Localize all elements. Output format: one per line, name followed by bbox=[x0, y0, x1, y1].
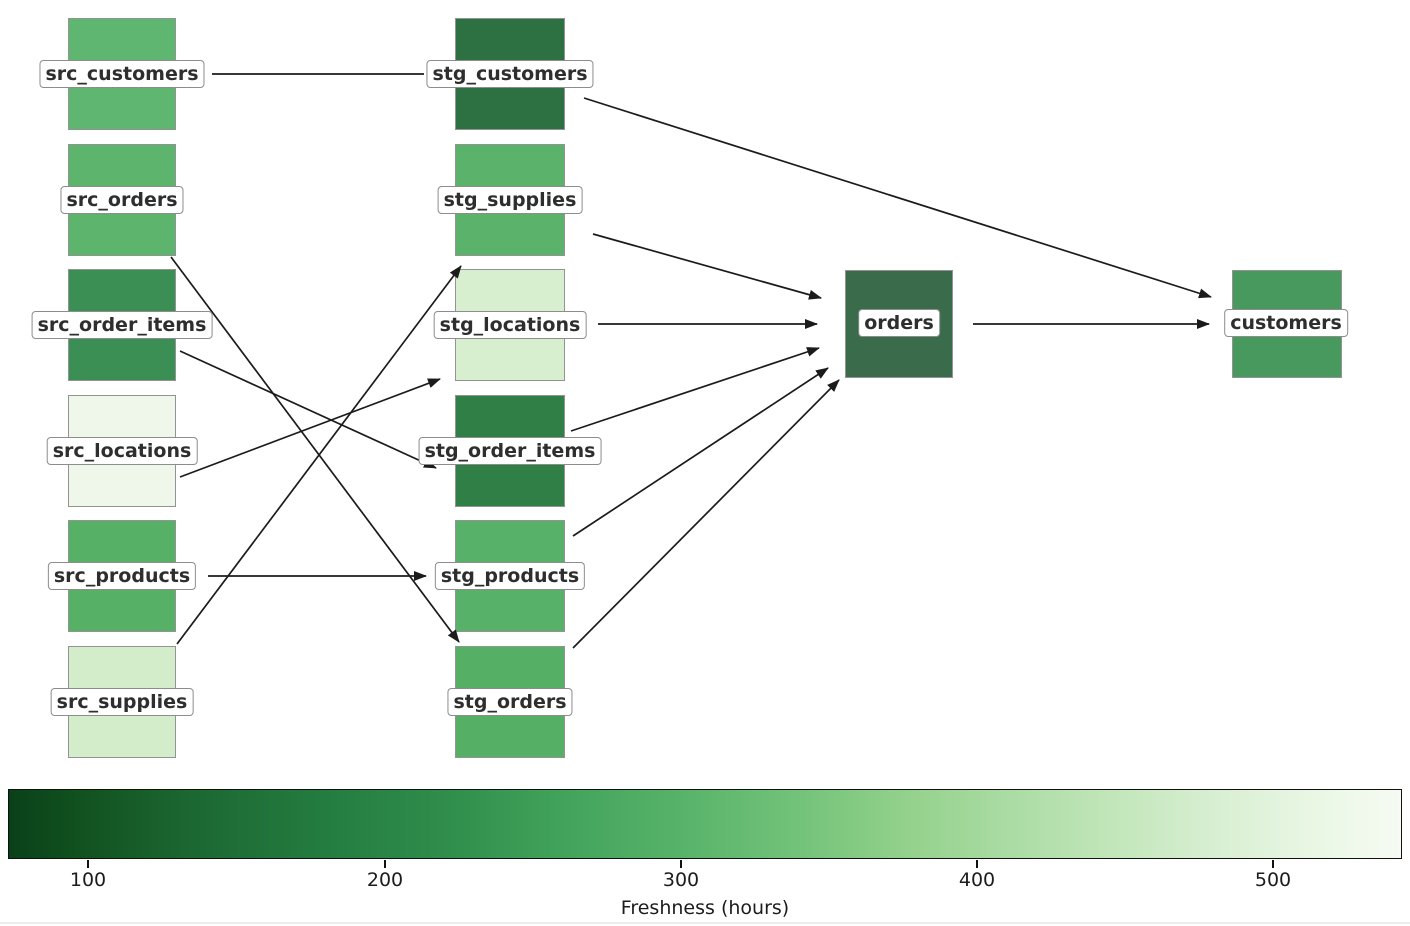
colorbar-ticklabel-100: 100 bbox=[69, 869, 107, 891]
node-label-stg_supplies: stg_supplies bbox=[437, 186, 583, 214]
edge-src_locations-to-stg_locations bbox=[179, 378, 441, 478]
colorbar-ticklabel-200: 200 bbox=[366, 869, 404, 891]
colorbar-ticklabel-400: 400 bbox=[958, 869, 996, 891]
node-label-src_products: src_products bbox=[47, 562, 197, 590]
node-label-src_supplies: src_supplies bbox=[50, 688, 194, 716]
node-label-src_customers: src_customers bbox=[39, 60, 205, 88]
edge-src_orders-to-stg_orders bbox=[170, 256, 460, 643]
edge-src_order_items-to-stg_order_items bbox=[179, 350, 437, 469]
edge-stg_orders-to-orders bbox=[572, 379, 840, 649]
edge-stg_products-to-orders bbox=[572, 367, 829, 537]
colorbar-tick-200 bbox=[384, 860, 386, 868]
colorbar-tick-400 bbox=[976, 860, 978, 868]
colorbar-ticklabel-500: 500 bbox=[1254, 869, 1292, 891]
node-label-stg_customers: stg_customers bbox=[426, 60, 594, 88]
colorbar-ticklabel-300: 300 bbox=[662, 869, 700, 891]
node-label-customers: customers bbox=[1224, 309, 1348, 337]
node-label-orders: orders bbox=[858, 309, 940, 337]
colorbar-tick-300 bbox=[680, 860, 682, 868]
node-label-stg_order_items: stg_order_items bbox=[418, 437, 602, 465]
colorbar-tick-100 bbox=[87, 860, 89, 868]
edge-stg_order_items-to-orders bbox=[570, 347, 820, 432]
node-label-src_orders: src_orders bbox=[60, 186, 184, 214]
edge-stg_customers-to-customers bbox=[583, 97, 1212, 299]
colorbar-tick-500 bbox=[1272, 860, 1274, 868]
node-label-stg_products: stg_products bbox=[434, 562, 586, 590]
edge-stg_supplies-to-orders bbox=[592, 233, 822, 300]
colorbar-axis-label: Freshness (hours) bbox=[620, 897, 790, 919]
node-label-src_locations: src_locations bbox=[46, 437, 198, 465]
node-label-stg_orders: stg_orders bbox=[447, 688, 573, 716]
freshness-colorbar bbox=[8, 789, 1402, 859]
node-label-stg_locations: stg_locations bbox=[433, 311, 587, 339]
bottom-divider bbox=[0, 922, 1410, 924]
node-label-src_order_items: src_order_items bbox=[31, 311, 213, 339]
